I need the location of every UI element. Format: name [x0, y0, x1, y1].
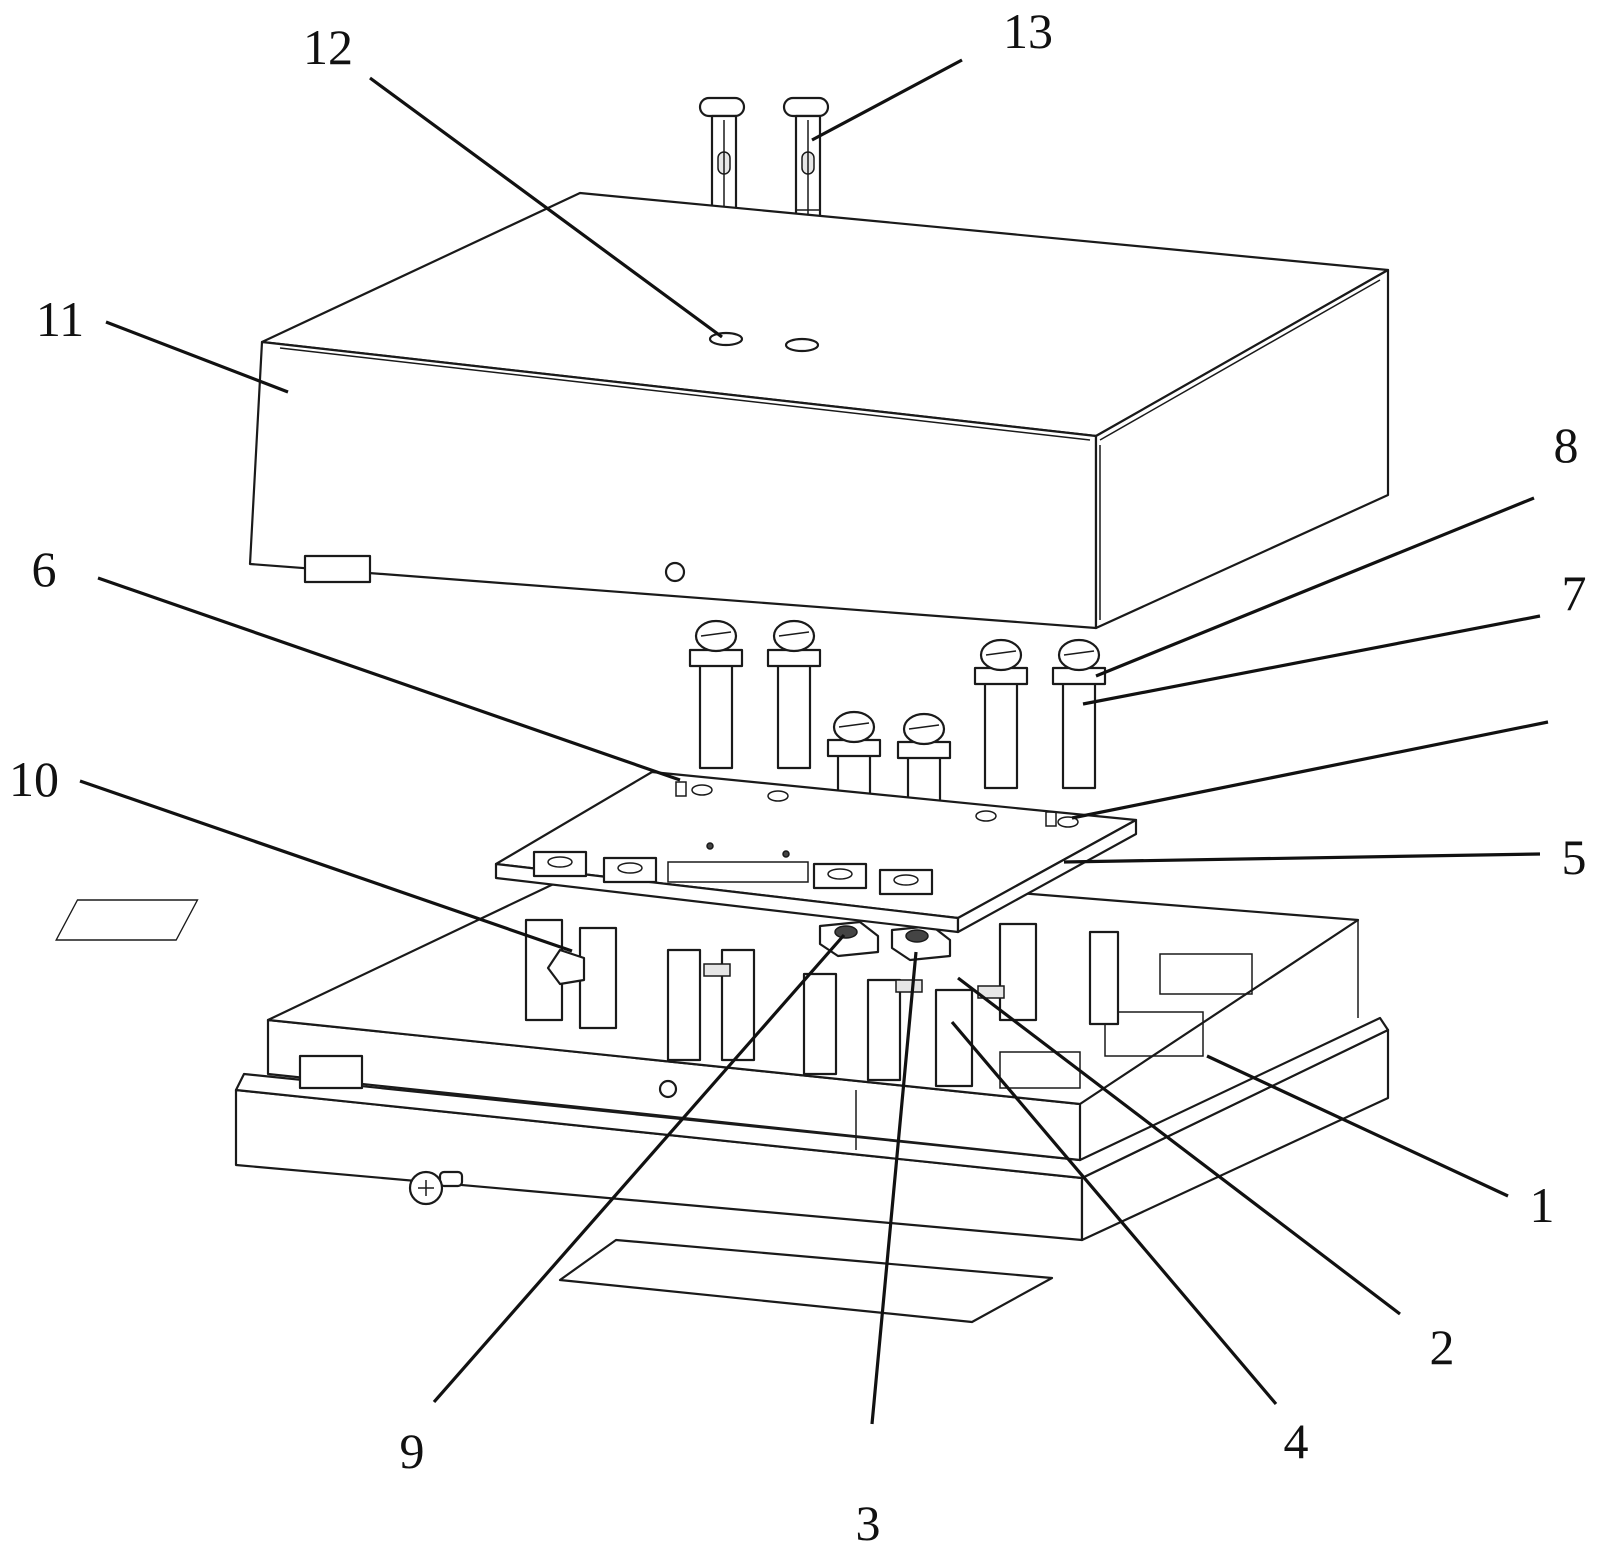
leader-7: [1083, 616, 1540, 704]
label-1: 1: [1530, 1177, 1555, 1233]
leader-5: [1064, 854, 1540, 862]
cover-hole-left: [710, 333, 742, 345]
screw-2: [768, 621, 820, 768]
cover-hole-right: [786, 339, 818, 351]
label-2: 2: [1430, 1319, 1455, 1375]
screw-1: [690, 621, 742, 768]
nameplate: [560, 1240, 1052, 1322]
label-3: 3: [856, 1495, 881, 1548]
leader-6: [98, 578, 680, 780]
screw-4: [1053, 640, 1105, 788]
label-5: 5: [1562, 829, 1587, 885]
leader-13: [812, 60, 962, 140]
cover-box: [250, 193, 1388, 628]
label-11: 11: [36, 291, 84, 347]
base-screw: [410, 1172, 462, 1204]
label-7: 7: [1562, 565, 1587, 621]
label-4: 4: [1284, 1413, 1309, 1469]
leader-7b: [1072, 722, 1548, 818]
label-9: 9: [400, 1423, 425, 1479]
screw-3: [975, 640, 1027, 788]
label-6: 6: [32, 541, 57, 597]
label-8: 8: [1554, 417, 1579, 473]
label-12: 12: [303, 19, 353, 75]
cover-side-hole: [666, 563, 684, 581]
label-13: 13: [1003, 3, 1053, 59]
label-10: 10: [9, 751, 59, 807]
